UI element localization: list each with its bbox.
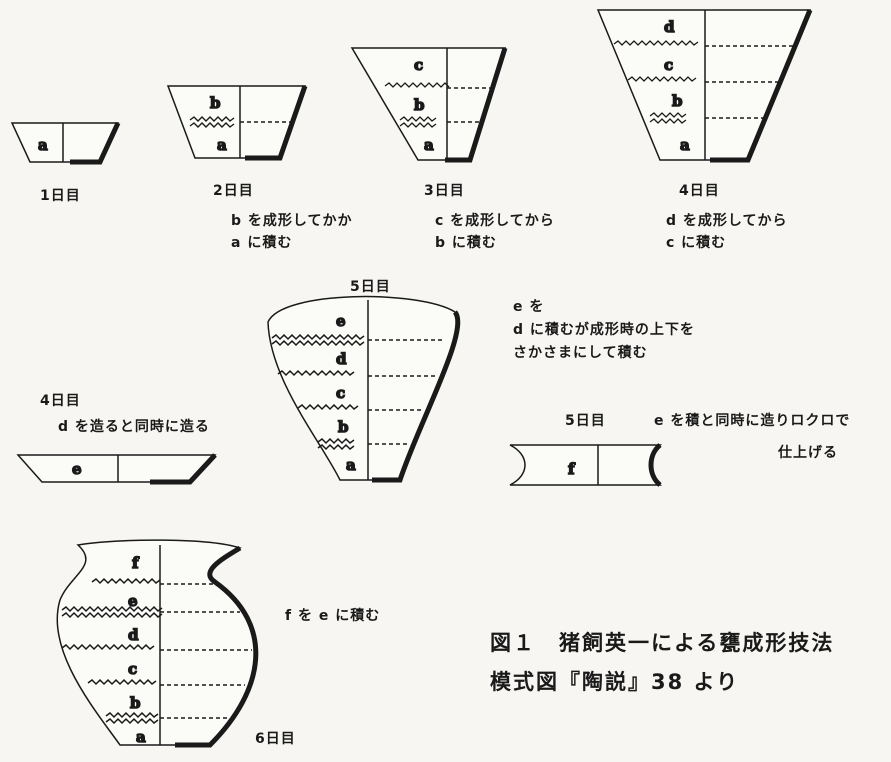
segment-label-a: a [136, 728, 146, 746]
note-day3-line1: c を成形してから [435, 213, 555, 229]
segment-label-a: a [38, 136, 48, 154]
day-label-4-rim: 4日目 [40, 393, 81, 409]
segment-label-b: b [338, 418, 349, 436]
segment-label-b: b [672, 92, 683, 110]
segment-label-f: f [132, 554, 140, 572]
vessel-day4: d c b a [596, 9, 813, 163]
note-day5-rim-line2: 仕上げる [778, 445, 838, 461]
note-day5-line3: さかさまにして積む [513, 345, 648, 361]
segment-label-c: c [664, 56, 673, 74]
segment-label-a: a [346, 456, 356, 474]
note-day5-line2: d に積むが成形時の上下を [513, 322, 695, 338]
day-label-3: 3日目 [424, 183, 465, 199]
segment-label-e: e [128, 592, 138, 610]
segment-label-b: b [130, 694, 141, 712]
segment-label-b: b [414, 96, 425, 114]
vessel-day1: a [10, 121, 121, 165]
note-day4-line1: d を成形してから [666, 213, 788, 229]
segment-label-a: a [424, 136, 434, 154]
segment-label-d: d [336, 350, 347, 368]
note-day3-line2: b に積む [435, 235, 497, 251]
note-day5-line1: e を [513, 299, 545, 315]
segment-label-a: a [680, 136, 690, 154]
day-label-4: 4日目 [679, 183, 720, 199]
day-label-5: 5日目 [350, 279, 391, 295]
day-label-6: 6日目 [255, 731, 296, 747]
segment-label-c: c [336, 384, 345, 402]
segment-label-c: c [414, 56, 423, 74]
vessel-day6: f e d c b a [56, 539, 259, 748]
segment-label-e: e [72, 460, 82, 478]
figure-caption-line2: 模式図『陶説』38 より [490, 670, 740, 694]
segment-label-e: e [336, 312, 346, 330]
segment-label-f: f [568, 460, 576, 478]
vessel-day3: c b a [350, 47, 508, 163]
note-day5-rim-line1: e を積と同時に造りロクロで [654, 413, 851, 429]
note-day2-line2: a に積む [231, 235, 293, 251]
segment-label-d: d [128, 626, 139, 644]
figure-caption-line1: 図１ 猪飼英一による甕成形技法 [490, 631, 835, 655]
note-day4-rim: d を造ると同時に造る [58, 419, 210, 435]
segment-label-b: b [210, 94, 221, 112]
day-label-2: 2日目 [213, 183, 254, 199]
day-label-5-rim: 5日目 [565, 413, 606, 429]
note-day2-line1: b を成形してかか [231, 213, 353, 229]
note-day4-line2: c に積む [666, 235, 727, 251]
day-label-1: 1日目 [40, 188, 81, 204]
segment-label-d: d [664, 18, 675, 36]
vessel-day4-rim: e [16, 453, 217, 485]
vessel-day5: e d c b a [267, 295, 461, 483]
vessel-day5-rim: f [509, 443, 663, 487]
vessel-day2: b a [166, 85, 308, 161]
segment-label-c: c [128, 660, 137, 678]
segment-label-a: a [217, 136, 227, 154]
note-day6: f を e に積む [285, 608, 381, 624]
